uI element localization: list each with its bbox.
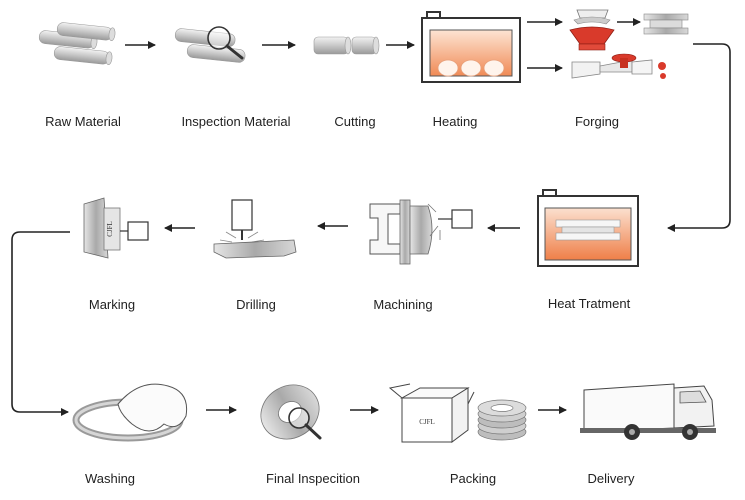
label-final-inspection: Final Inspecition [266, 471, 360, 486]
label-forging: Forging [574, 114, 620, 129]
forged-ring-icon [643, 13, 689, 35]
magnifier-icon [288, 407, 310, 429]
label-packing: Packing [449, 471, 497, 486]
label-raw-material: Raw Material [45, 114, 121, 129]
label-heat-treatment: Heat Tratment [547, 296, 631, 311]
label-cutting: Cutting [334, 114, 376, 129]
inspection-material-icon [174, 26, 246, 63]
washing-icon [72, 383, 188, 442]
marking-icon: CJFL [83, 197, 149, 259]
raw-material-icon [38, 22, 116, 65]
label-delivery: Delivery [587, 471, 635, 486]
marking-stamp-text: CJFL [106, 221, 114, 237]
drilling-icon [213, 199, 297, 259]
connector-marking-to-washing [11, 231, 70, 416]
label-machining: Machining [373, 297, 433, 312]
packing-icon: CJFL [388, 383, 527, 443]
forging-icon [569, 9, 666, 79]
flow-arrows [11, 18, 731, 416]
final-inspection-icon [260, 384, 322, 440]
label-inspection-material: Inspection Material [181, 114, 291, 129]
label-drilling: Drilling [236, 297, 276, 312]
label-marking: Marking [88, 297, 136, 312]
stacked-rings [477, 399, 527, 441]
machining-lathe-icon [369, 199, 473, 265]
magnifier-icon [207, 26, 231, 50]
label-washing: Washing [84, 471, 136, 486]
cutting-icon [313, 36, 380, 55]
heating-furnace-icon [421, 11, 521, 83]
connector-forging-to-heat-treatment [667, 43, 731, 232]
delivery-truck-icon [580, 383, 716, 440]
label-heating: Heating [432, 114, 478, 129]
heat-treatment-furnace-icon [537, 189, 639, 267]
box-stamp-text: CJFL [419, 418, 435, 426]
